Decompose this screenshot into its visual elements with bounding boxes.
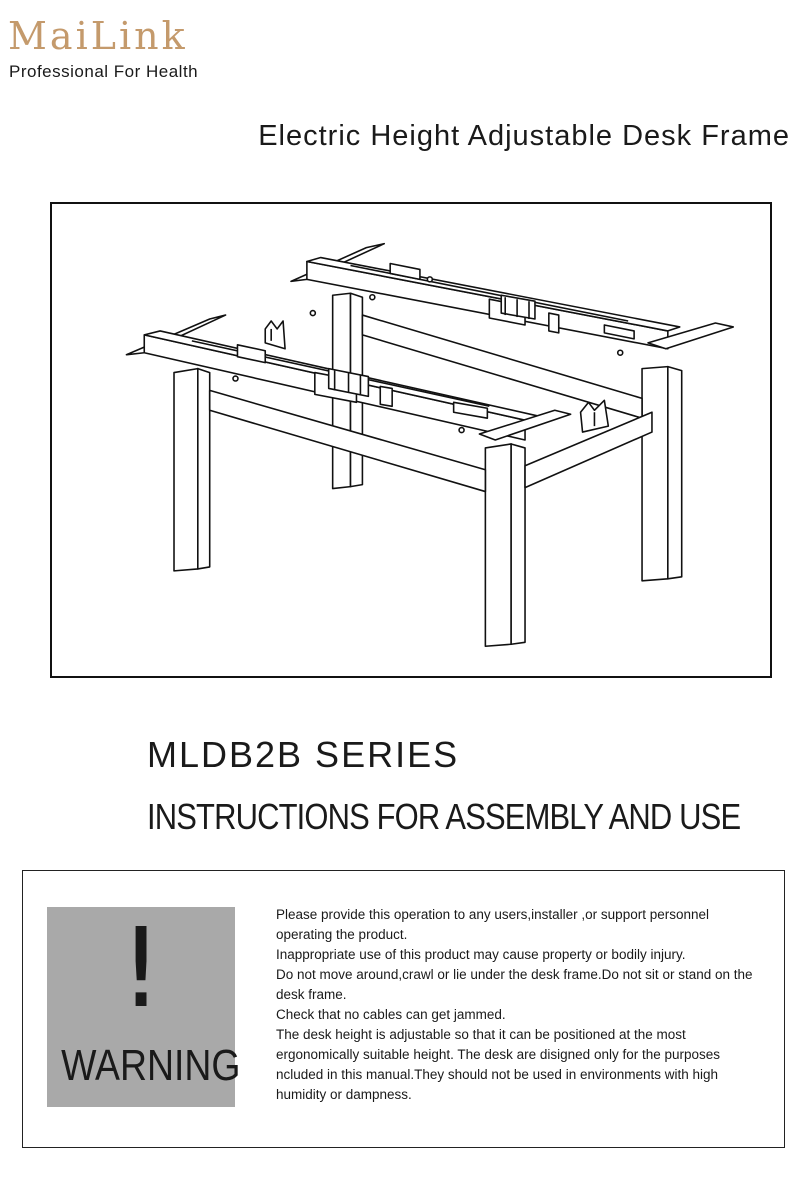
warning-label: WARNING [61,1041,241,1090]
desk-frame-illustration-icon [125,242,735,648]
series-heading: MLDB2B SERIES [147,734,460,775]
brand-tagline: Professional For Health [9,62,199,81]
warning-line: Please provide this operation to any use… [276,907,709,942]
document-title: Electric Height Adjustable Desk Frame [258,120,790,152]
warning-line: Check that no cables can get jammed. [276,1007,506,1022]
brand-logo: MaiLink Professional For Health [8,14,198,82]
warning-line: The desk height is adjustable so that it… [276,1027,721,1102]
warning-line: Do not move around,crawl or lie under th… [276,967,753,1002]
warning-line: Inappropriate use of this product may ca… [276,947,686,962]
warning-panel: ! WARNING [47,904,241,1107]
product-figure [50,202,772,678]
instructions-heading: INSTRUCTIONS FOR ASSEMBLY AND USE [147,796,741,837]
brand-name: MaiLink [8,14,188,58]
exclamation-icon: ! [118,904,164,1032]
warning-box: ! WARNING Please provide this operation … [22,870,785,1148]
warning-text: Please provide this operation to any use… [276,905,766,1105]
